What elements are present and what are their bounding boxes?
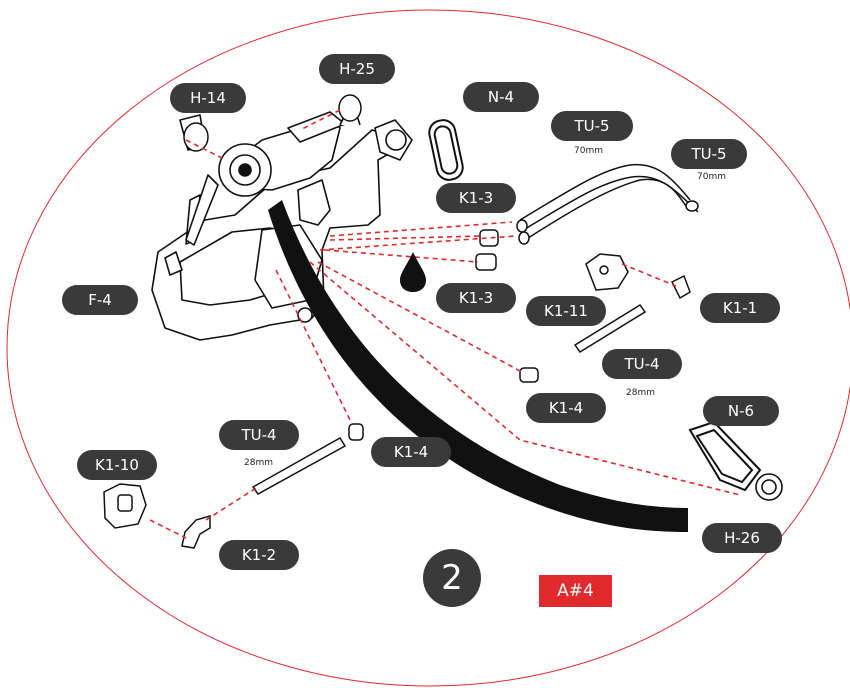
leader-lines — [149, 109, 741, 539]
dim-tu5-a: 70mm — [574, 146, 603, 156]
tube-tu4-left — [251, 436, 347, 495]
pump-k1-10 — [103, 483, 147, 529]
gasket-n4 — [428, 119, 464, 181]
label-tu4-a: TU-4 — [602, 349, 682, 379]
label-h25: H-25 — [319, 54, 395, 84]
tubes-tu5 — [516, 163, 699, 245]
elbow-k1-2 — [181, 515, 211, 549]
label-n6: N-6 — [703, 396, 779, 426]
elbow-k1-1 — [670, 274, 691, 300]
label-n4: N-4 — [463, 82, 539, 112]
valve-k1-11 — [585, 253, 629, 291]
oil-drop-icon — [400, 252, 426, 292]
gasket-n6 — [688, 420, 762, 492]
label-tu5-a: TU-5 — [551, 111, 633, 141]
assembly-tag: A#4 — [539, 575, 612, 607]
label-k1-4-b: K1-4 — [371, 437, 451, 467]
label-tu4-b: TU-4 — [219, 420, 299, 450]
dim-tu4-b: 28mm — [244, 458, 273, 468]
label-h14: H-14 — [170, 83, 246, 113]
label-tu5-b: TU-5 — [671, 139, 747, 169]
dim-tu4-a: 28mm — [626, 388, 655, 398]
fittings-k1-3 — [475, 229, 499, 271]
label-k1-4-a: K1-4 — [526, 393, 606, 423]
dim-tu5-b: 70mm — [697, 172, 726, 182]
label-k1-2: K1-2 — [219, 540, 299, 570]
label-f4: F-4 — [62, 285, 138, 315]
tube-tu4-right — [573, 303, 647, 354]
label-k1-11: K1-11 — [526, 296, 606, 326]
cap-h26 — [755, 473, 783, 501]
fitting-k1-4-left — [348, 423, 364, 441]
label-k1-3-b: K1-3 — [436, 283, 516, 313]
cap-parts — [183, 94, 362, 152]
label-k1-1: K1-1 — [700, 293, 780, 323]
label-k1-10: K1-10 — [77, 450, 157, 480]
label-h26: H-26 — [702, 523, 782, 553]
fitting-k1-4-right — [519, 367, 539, 383]
boundary-ellipse — [6, 9, 850, 687]
step-number-badge: 2 — [423, 549, 481, 607]
label-k1-3-a: K1-3 — [436, 183, 516, 213]
black-hose — [268, 200, 688, 532]
